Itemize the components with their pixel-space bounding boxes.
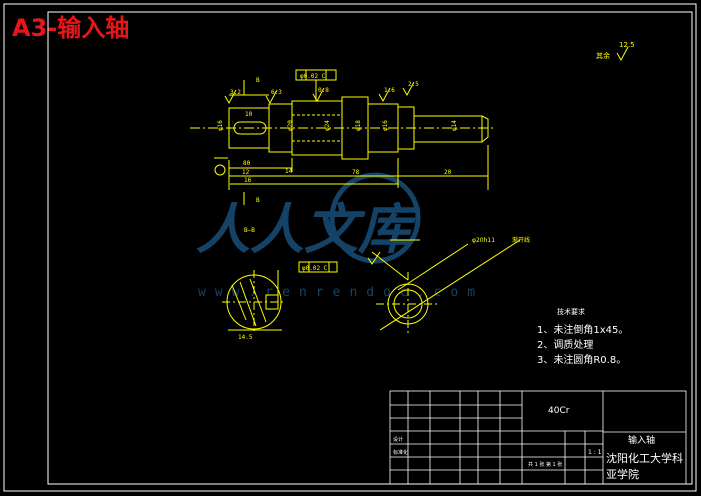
keyway — [233, 121, 267, 135]
svg-text:B: B — [256, 197, 260, 204]
svg-text:14: 14 — [285, 168, 293, 175]
note-item-2: 2、调质处理 — [537, 340, 594, 351]
svg-text:φ16: φ16 — [217, 120, 224, 131]
svg-text:80: 80 — [243, 160, 251, 167]
svg-text:φ14: φ14 — [451, 120, 458, 131]
svg-text:其余: 其余 — [596, 51, 610, 60]
title-block-text: 40Cr 输入轴 1 : 1 设计 标准化 共 1 张 第 1 张 — [393, 406, 655, 468]
svg-text:φ20: φ20 — [287, 120, 294, 131]
svg-text:B—B: B—B — [244, 227, 255, 234]
spline-labels: φ20h11 渐开线 — [472, 236, 530, 244]
outer-border — [3, 3, 697, 492]
section-view-bb — [222, 261, 338, 334]
shaft-dimension-labels: 10 80 12 14 16 78 20 φ16 φ20 φ24 φ18 φ16… — [217, 73, 458, 204]
svg-text:φ16: φ16 — [382, 120, 389, 131]
svg-text:12: 12 — [242, 169, 250, 176]
note-item-1: 1、未注倒角1x45。 — [537, 325, 629, 336]
svg-text:渐开线: 渐开线 — [512, 236, 530, 244]
note-item-3: 3、未注圆角R0.8。 — [537, 355, 627, 366]
svg-text:6.3: 6.3 — [271, 89, 282, 96]
svg-text:φ20h11: φ20h11 — [472, 237, 495, 244]
svg-text:φ0.02 C: φ0.02 C — [302, 265, 328, 272]
svg-text:φ24: φ24 — [324, 120, 331, 131]
watermark: 人人文库 www.renrendoc.com — [196, 172, 484, 300]
svg-text:12.5: 12.5 — [619, 41, 635, 49]
svg-text:3.2: 3.2 — [230, 89, 241, 96]
svg-text:φ0.02 C: φ0.02 C — [300, 73, 326, 80]
technical-notes: 技术要求 1、未注倒角1x45。 2、调质处理 3、未注圆角R0.8。 — [537, 307, 628, 368]
watermark-circle — [329, 172, 421, 264]
title-block — [389, 390, 687, 485]
svg-text:B: B — [256, 77, 260, 84]
shaft-elevation — [190, 46, 629, 205]
svg-text:16: 16 — [244, 177, 252, 184]
drawing-title: A3-输入轴 — [12, 14, 130, 42]
school-name: 沈阳化工大学科亚学院 — [606, 452, 683, 481]
svg-text:2.5: 2.5 — [408, 81, 419, 88]
shaft-section-7 — [413, 115, 483, 143]
svg-text:10: 10 — [245, 111, 253, 118]
part-name-label: 输入轴 — [628, 434, 655, 446]
svg-text:14.5: 14.5 — [238, 334, 253, 341]
svg-text:0.8: 0.8 — [318, 87, 329, 94]
sheet-label: 共 1 张 第 1 张 — [528, 461, 562, 468]
design-label: 设计 — [393, 436, 403, 443]
inner-frame — [47, 11, 693, 485]
svg-text:78: 78 — [352, 169, 360, 176]
svg-text:20: 20 — [444, 169, 452, 176]
notes-header: 技术要求 — [557, 308, 585, 316]
watermark-text: 人人文库 — [196, 197, 421, 261]
shaft-end-chamfer — [481, 115, 489, 143]
general-roughness: 其余 12.5 — [596, 41, 635, 60]
material-label: 40Cr — [548, 406, 570, 416]
svg-text:1.6: 1.6 — [384, 87, 395, 94]
section-view-bb-labels: B—B φ0.02 C 14.5 — [238, 227, 328, 341]
standard-label: 标准化 — [393, 449, 408, 456]
watermark-url: www.renrendoc.com — [198, 285, 484, 300]
svg-text:φ18: φ18 — [355, 120, 362, 131]
spline-section-view — [367, 239, 521, 336]
scale-label: 1 : 1 — [588, 449, 602, 456]
